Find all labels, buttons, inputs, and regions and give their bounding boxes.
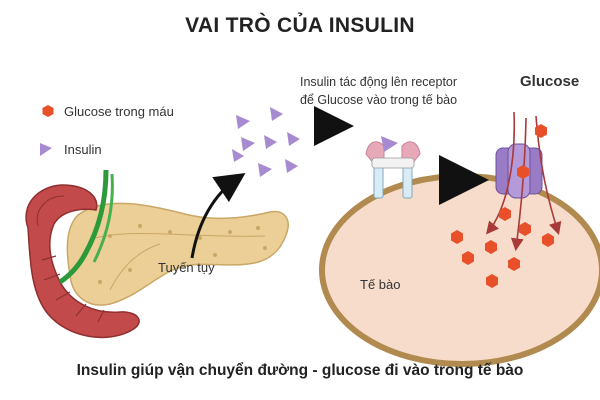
receptor-caption-line1: Insulin tác động lên receptor xyxy=(300,75,457,89)
glucose-flow-arrow xyxy=(485,111,516,235)
glucose-molecule xyxy=(542,233,554,247)
bound-insulin-icon xyxy=(381,136,398,152)
insulin-molecule xyxy=(287,132,300,146)
glucose-molecule xyxy=(517,165,529,179)
cell-label: Tế bào xyxy=(360,277,400,292)
glucose-molecules xyxy=(451,124,554,288)
insulin-molecule xyxy=(285,159,298,173)
insulin-legend-label: Insulin xyxy=(64,142,102,157)
insulin-molecule xyxy=(258,163,272,177)
glucose-molecule xyxy=(508,257,520,271)
insulin-molecule xyxy=(232,149,244,162)
secretion-arrow xyxy=(190,173,246,259)
glucose-legend-icon xyxy=(42,105,54,117)
glucose-molecule xyxy=(462,251,474,265)
insulin-receptor xyxy=(365,136,421,199)
glucose-label: Glucose xyxy=(520,73,579,90)
glucose-molecule xyxy=(535,124,547,138)
glucose-molecule xyxy=(485,240,497,254)
glucose-molecule xyxy=(451,230,463,244)
insulin-legend-icon xyxy=(40,143,52,156)
cell xyxy=(319,173,600,367)
insulin-cluster xyxy=(232,107,300,177)
glucose-legend-label: Glucose trong máu xyxy=(64,104,174,119)
bile-duct xyxy=(58,169,109,285)
duodenum-illustration xyxy=(25,184,140,339)
glucose-molecule xyxy=(486,274,498,288)
insulin-molecule xyxy=(264,135,277,149)
diagram-caption: Insulin giúp vận chuyển đường - glucose … xyxy=(76,362,524,379)
diagram-title: VAI TRÒ CỦA INSULIN xyxy=(185,14,415,37)
receptor-caption-line2: để Glucose vào trong tế bào xyxy=(300,93,457,107)
insulin-molecule xyxy=(241,137,255,151)
glucose-molecule xyxy=(499,207,511,221)
insulin-molecule xyxy=(270,107,283,121)
pancreas-illustration xyxy=(66,202,289,306)
insulin-molecule xyxy=(236,115,250,129)
bile-duct-branch xyxy=(92,173,114,263)
pancreas-label: Tuyến tụy xyxy=(158,260,215,275)
glucose-flow-arrow xyxy=(510,117,527,252)
glucose-molecule xyxy=(519,222,531,236)
